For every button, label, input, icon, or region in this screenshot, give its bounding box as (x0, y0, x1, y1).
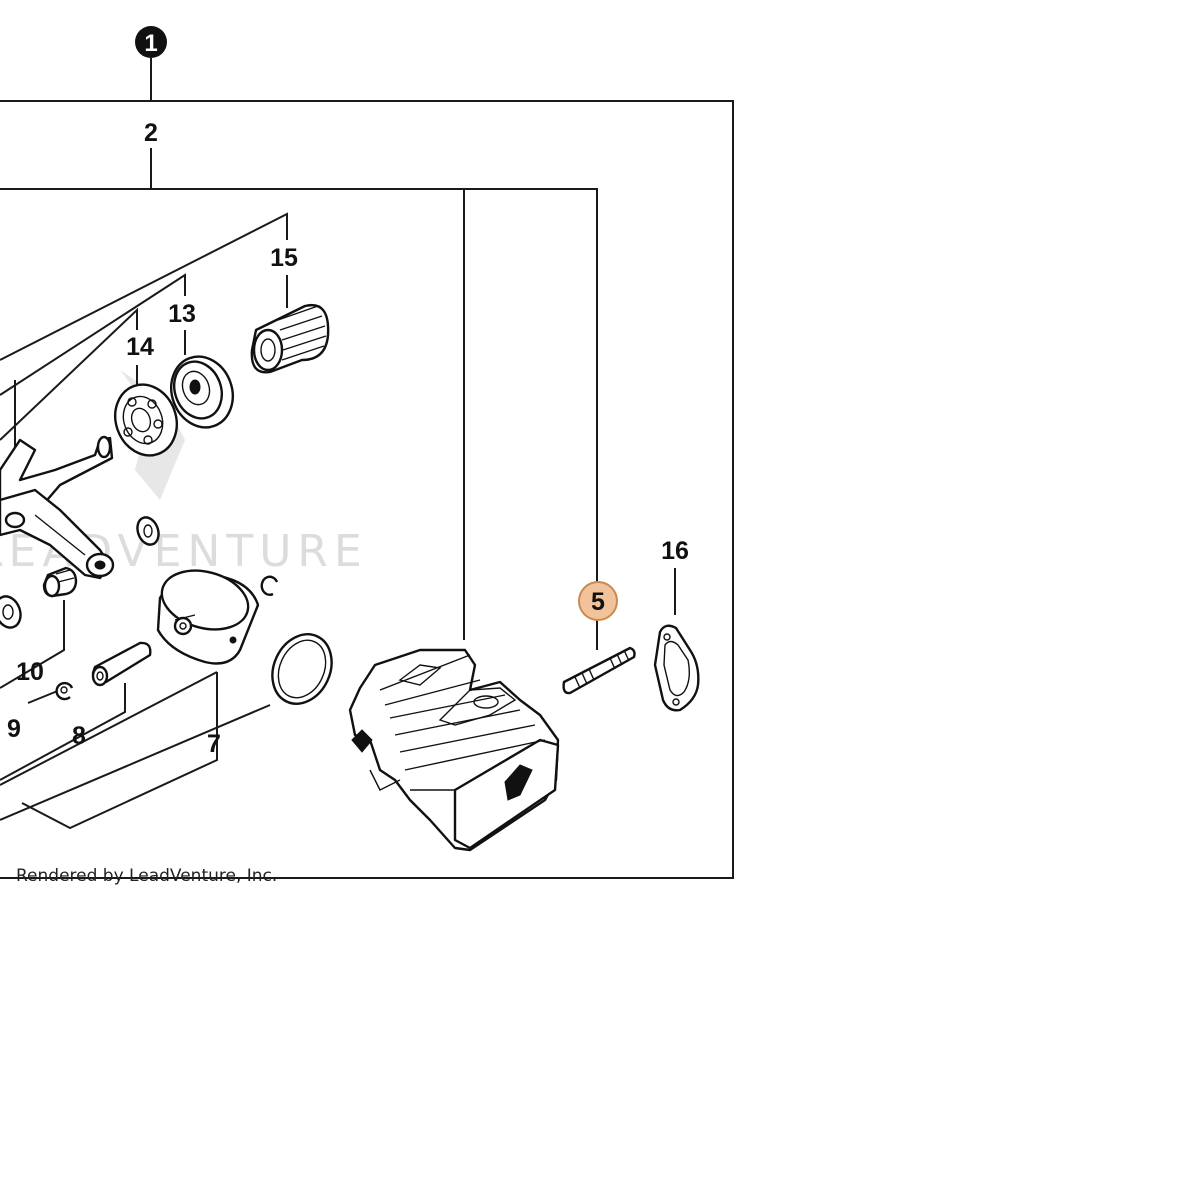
needle-bearing-10 (42, 566, 78, 598)
callout-7-label[interactable]: 7 (207, 730, 221, 758)
callout-2-label[interactable]: 2 (144, 119, 158, 147)
render-credit: Rendered by LeadVenture, Inc. (16, 866, 277, 886)
callout-5-highlighted[interactable]: 5 (578, 581, 618, 621)
callout-14-label[interactable]: 14 (126, 333, 154, 361)
callout-1[interactable]: 1 (135, 26, 167, 58)
bracket-2 (0, 188, 598, 585)
ball-bearing-14 (114, 383, 178, 457)
callout-15-label[interactable]: 15 (270, 244, 298, 272)
callout-16-label[interactable]: 16 (661, 537, 689, 565)
assembly-frame (0, 100, 734, 879)
piston-ring-7 (271, 633, 333, 705)
gasket-16 (653, 568, 700, 712)
callout-10-label[interactable]: 10 (16, 658, 44, 686)
callout-13-label[interactable]: 13 (168, 300, 196, 328)
callout-8-label[interactable]: 8 (72, 722, 86, 750)
leader-lines-piston (0, 600, 271, 830)
cylinder (348, 648, 560, 852)
callout-9-label[interactable]: 9 (7, 715, 21, 743)
circlip (260, 575, 279, 596)
callout-1-label: 1 (144, 30, 157, 57)
piston-pin-8 (91, 641, 152, 687)
leader-lines-crank (0, 212, 288, 450)
circlip-9 (55, 681, 74, 701)
needle-bearing-15 (250, 303, 330, 374)
edge-washer (0, 595, 22, 629)
crankshaft (0, 435, 115, 580)
highlight-circle (578, 581, 618, 621)
callout-5-label: 5 (591, 588, 605, 616)
seal-ring-13 (170, 355, 234, 429)
piston (156, 569, 260, 665)
stud-5 (562, 646, 636, 695)
washer (136, 516, 160, 546)
